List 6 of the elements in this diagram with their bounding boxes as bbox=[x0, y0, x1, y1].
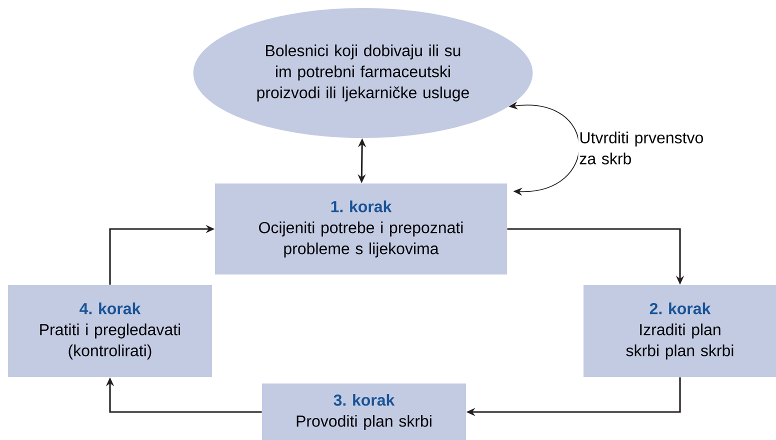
ellipse-node: Bolesnici koji dobivaju ili su im potrebni farmaceutski proizvodi ili ljekarničke usluge bbox=[193, 8, 533, 138]
edge-label: Utvrditi prvenstvo za skrb bbox=[578, 130, 716, 166]
step-box: 4. korak Pratiti i pregledavati (kontrolirati) bbox=[8, 285, 212, 377]
step-box: 2. korak Izraditi plan skrbi plan skrbi bbox=[584, 285, 776, 377]
step-box: 1. korak Ocijeniti potrebe i prepoznati probleme s lijekovima bbox=[215, 184, 507, 274]
step-box: 3. korak Provoditi plan skrbi bbox=[262, 384, 466, 440]
